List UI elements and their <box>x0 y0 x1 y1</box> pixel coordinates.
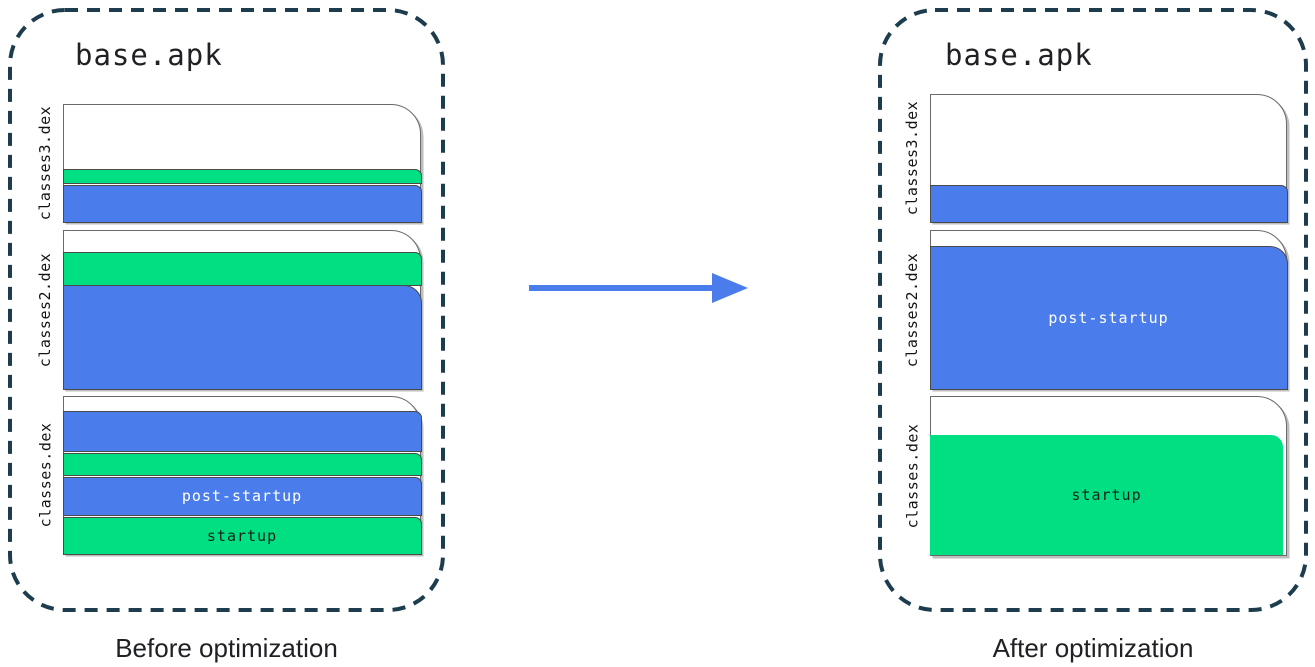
after-classes-label-col: classes.dex <box>895 396 930 556</box>
before-file-classes2-dex: classes2.dex <box>28 230 422 390</box>
after-classes3-label-col: classes3.dex <box>895 94 930 222</box>
before-classes3-label: classes3.dex <box>36 105 55 221</box>
before-classes-green-band-1 <box>62 452 422 476</box>
after-classes-label: classes.dex <box>903 423 922 529</box>
after-container-outline <box>878 8 1308 612</box>
before-apk-title: base.apk <box>75 38 223 72</box>
before-classes3-label-col: classes3.dex <box>28 104 63 222</box>
after-classes2-post-startup-band: post-startup <box>929 245 1288 390</box>
before-classes2-label-col: classes2.dex <box>28 230 63 389</box>
arrow-head-icon <box>712 273 748 303</box>
after-classes3-page <box>929 94 1288 223</box>
after-file-classes-dex: classes.dex startup <box>895 396 1287 556</box>
after-file-classes2-dex: classes2.dex post-startup <box>895 230 1288 390</box>
before-file-classes3-dex: classes3.dex <box>28 104 422 223</box>
after-classes-startup-band: startup <box>930 435 1283 555</box>
before-classes-startup-band: startup <box>62 516 422 555</box>
after-apk-title: base.apk <box>945 38 1093 72</box>
after-classes3-blue-band <box>929 184 1288 223</box>
before-classes-page: post-startup startup <box>62 396 422 555</box>
before-classes2-label: classes2.dex <box>36 252 55 367</box>
before-classes-post-startup-band: post-startup <box>62 476 422 516</box>
before-caption: Before optimization <box>115 633 338 663</box>
after-classes3-label: classes3.dex <box>903 100 922 216</box>
after-caption: After optimization <box>992 633 1194 663</box>
after-classes2-label-col: classes2.dex <box>895 230 930 389</box>
before-classes-label-col: classes.dex <box>28 396 63 554</box>
before-classes-blue-band-1 <box>62 410 422 452</box>
before-container-outline <box>8 8 445 612</box>
before-file-classes-dex: classes.dex post-startup startup <box>28 396 422 555</box>
before-classes2-blue-band <box>62 284 422 390</box>
before-classes2-green-band <box>62 251 422 286</box>
after-file-classes3-dex: classes3.dex <box>895 94 1288 223</box>
before-classes3-green-band <box>62 168 422 184</box>
after-classes2-label: classes2.dex <box>903 252 922 367</box>
before-classes3-blue-band <box>62 184 422 223</box>
before-classes3-page <box>62 104 422 223</box>
before-classes-label: classes.dex <box>36 422 55 528</box>
after-classes2-page: post-startup <box>929 230 1288 390</box>
after-classes-page: startup <box>930 396 1287 556</box>
before-classes2-page <box>62 230 422 390</box>
